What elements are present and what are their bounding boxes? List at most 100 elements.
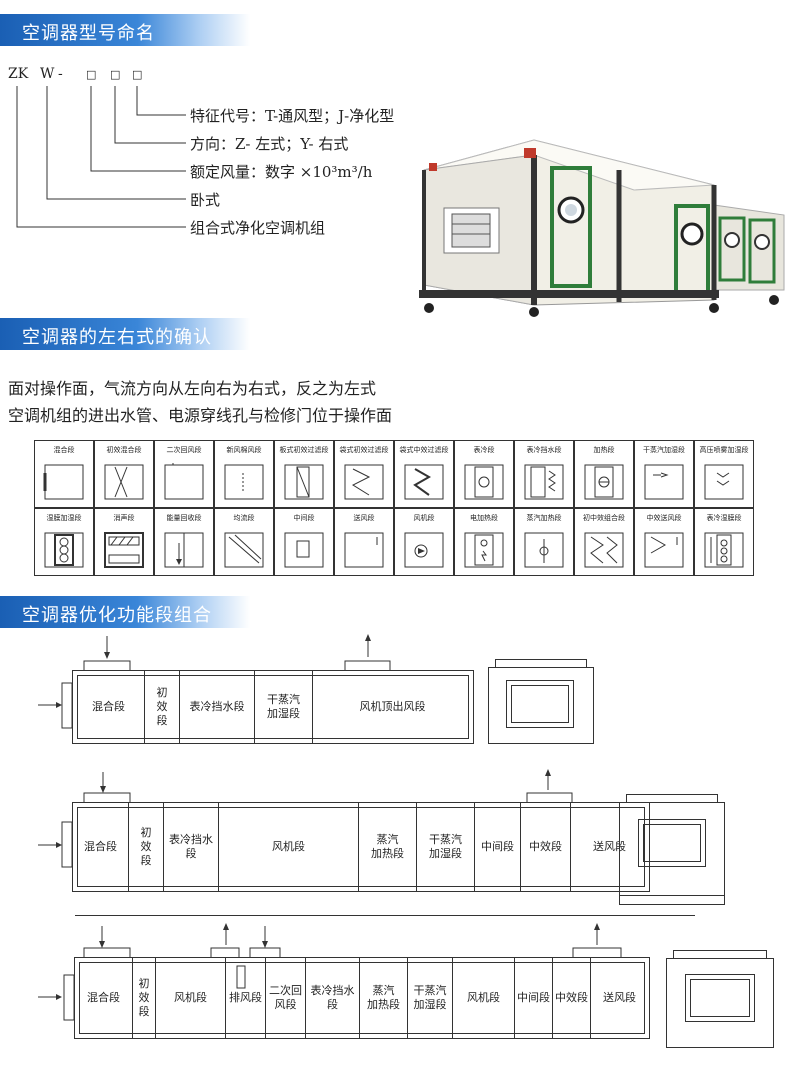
section-banner-combo: 空调器优化功能段组合 [0, 596, 250, 628]
symbol-label: 干蒸汽加湿段 [643, 446, 685, 454]
legend-feature-code: 特征代号：T-通风型；J-净化型 [190, 107, 395, 125]
symbol-cell: 表冷段 [454, 440, 514, 508]
symbol-label: 新风棉风段 [226, 446, 262, 454]
section-symbol-icon [464, 464, 504, 500]
symbol-label: 表冷段 [473, 446, 495, 454]
section-title: 空调器优化功能段组合 [22, 605, 212, 626]
section-symbol-icon [104, 464, 144, 500]
symbol-label: 蒸汽加热段 [526, 514, 562, 522]
section-banner-lr: 空调器的左右式的确认 [0, 318, 250, 350]
section-symbol-icon [404, 464, 444, 500]
unit-section: 送风段 [593, 840, 626, 853]
section-symbol-icon [524, 464, 564, 500]
section-symbol-icon [43, 464, 84, 500]
code-box: □ [132, 68, 143, 81]
code-box: □ [110, 68, 121, 81]
symbol-cell: 均流段 [214, 508, 274, 576]
symbol-label: 初中效组合段 [583, 514, 625, 522]
unit-inner-frame [79, 962, 645, 1034]
symbol-cell: 风机段 [394, 508, 454, 576]
front-top-flange [673, 950, 767, 959]
unit-section: 干蒸汽 加湿段 [255, 671, 313, 743]
unit-section: 混合段 [75, 958, 133, 1038]
symbol-cell: 干蒸汽加湿段 [634, 440, 694, 508]
unit-section: 风机段 [219, 803, 359, 891]
code-box: □ [86, 68, 97, 81]
front-top-flange [626, 794, 718, 803]
symbol-cell: 送风段 [334, 508, 394, 576]
symbol-label: 混合段 [53, 446, 75, 454]
symbol-cell: 中效送风段 [634, 508, 694, 576]
unit-section: 表冷挡水段 [306, 958, 360, 1038]
unit-section: 蒸汽 加热段 [360, 958, 408, 1038]
symbol-cell: 中间段 [274, 508, 334, 576]
symbol-cell: 能量回收段 [154, 508, 214, 576]
front-view-2 [619, 794, 725, 905]
lr-description-line2: 空调机组的进出水管、电源穿线孔与检修门位于操作面 [8, 406, 393, 425]
section-symbol-icon [284, 464, 324, 500]
divider [75, 915, 695, 916]
section-title: 空调器的左右式的确认 [22, 327, 212, 348]
symbol-label: 能量回收段 [166, 514, 202, 522]
legend-unit-type: 组合式净化空调机组 [190, 219, 326, 237]
unit-section: 初 效 段 [129, 803, 164, 891]
code-prefix: ZK [8, 66, 29, 82]
front-opening [643, 824, 701, 862]
unit-section: 干蒸汽 加湿段 [417, 803, 475, 891]
front-opening [690, 979, 750, 1017]
symbol-label: 消声段 [113, 514, 135, 522]
unit-section: 风机顶出风段 [359, 700, 426, 713]
unit-section: 二次回 风段 [266, 958, 306, 1038]
unit-section: 表冷挡水段 [180, 671, 255, 743]
unit-section: 干蒸汽 加湿段 [408, 958, 453, 1038]
symbol-cell: 二次回风段 [154, 440, 214, 508]
symbol-cell: 初效混合段 [94, 440, 154, 508]
unit-section: 中效段 [553, 958, 591, 1038]
symbol-label: 表冷挡水段 [526, 446, 562, 454]
section-title: 空调器型号命名 [22, 23, 155, 44]
section-symbol-icon [704, 532, 744, 568]
naming-connector-lines [16, 86, 186, 228]
unit-section: 风机段 [156, 958, 226, 1038]
symbol-label: 送风段 [353, 514, 375, 522]
unit-inner-frame [77, 675, 469, 739]
section-banner-naming: 空调器型号命名 [0, 14, 250, 46]
ahu-product-image [419, 139, 785, 317]
symbol-cell: 高压喷雾加湿段 [694, 440, 754, 508]
section-symbol-icon [164, 463, 204, 500]
unit-section: 初 效 段 [145, 671, 180, 743]
unit-inner-frame [77, 807, 645, 887]
unit-section: 中间段 [475, 803, 521, 891]
code-w: W [40, 66, 55, 82]
symbol-cell: 表冷湿膜段 [694, 508, 754, 576]
unit-section: 混合段 [73, 671, 145, 743]
legend-airflow: 额定风量：数字 ×10³m³/h [190, 163, 373, 181]
section-symbol-icon [464, 532, 504, 568]
section-symbol-icon [224, 464, 264, 500]
unit-diagram-3: 混合段初 效 段风机段排风段二次回 风段表冷挡水段蒸汽 加热段干蒸汽 加湿段风机… [74, 957, 650, 1039]
section-symbol-icon [44, 532, 84, 568]
unit-section: 送风段 [603, 991, 636, 1004]
section-symbol-icon [344, 532, 384, 568]
unit-section: 中效段 [521, 803, 571, 891]
section-symbol-icon [404, 532, 444, 568]
symbol-label: 二次回风段 [166, 446, 202, 454]
front-base [619, 896, 725, 905]
section-symbol-icon [284, 532, 324, 568]
symbol-label: 袋式初效过滤段 [339, 446, 389, 454]
unit-diagram-1: 混合段初 效 段表冷挡水段干蒸汽 加湿段 风机顶出风段 [72, 670, 474, 744]
symbol-label: 加热段 [593, 446, 615, 454]
symbol-cell: 初中效组合段 [574, 508, 634, 576]
symbol-cell: 袋式初效过滤段 [334, 440, 394, 508]
unit-section: 初 效 段 [133, 958, 156, 1038]
front-frame [506, 680, 574, 728]
unit-section: 排风段 [226, 958, 266, 1038]
front-frame [685, 974, 755, 1022]
section-symbol-icon [704, 464, 744, 500]
symbol-cell: 电加热段 [454, 508, 514, 576]
section-symbol-icon [524, 532, 564, 568]
symbol-label: 中间段 [293, 514, 315, 522]
unit-section: 混合段 [73, 803, 129, 891]
symbol-cell: 混合段 [34, 440, 94, 508]
